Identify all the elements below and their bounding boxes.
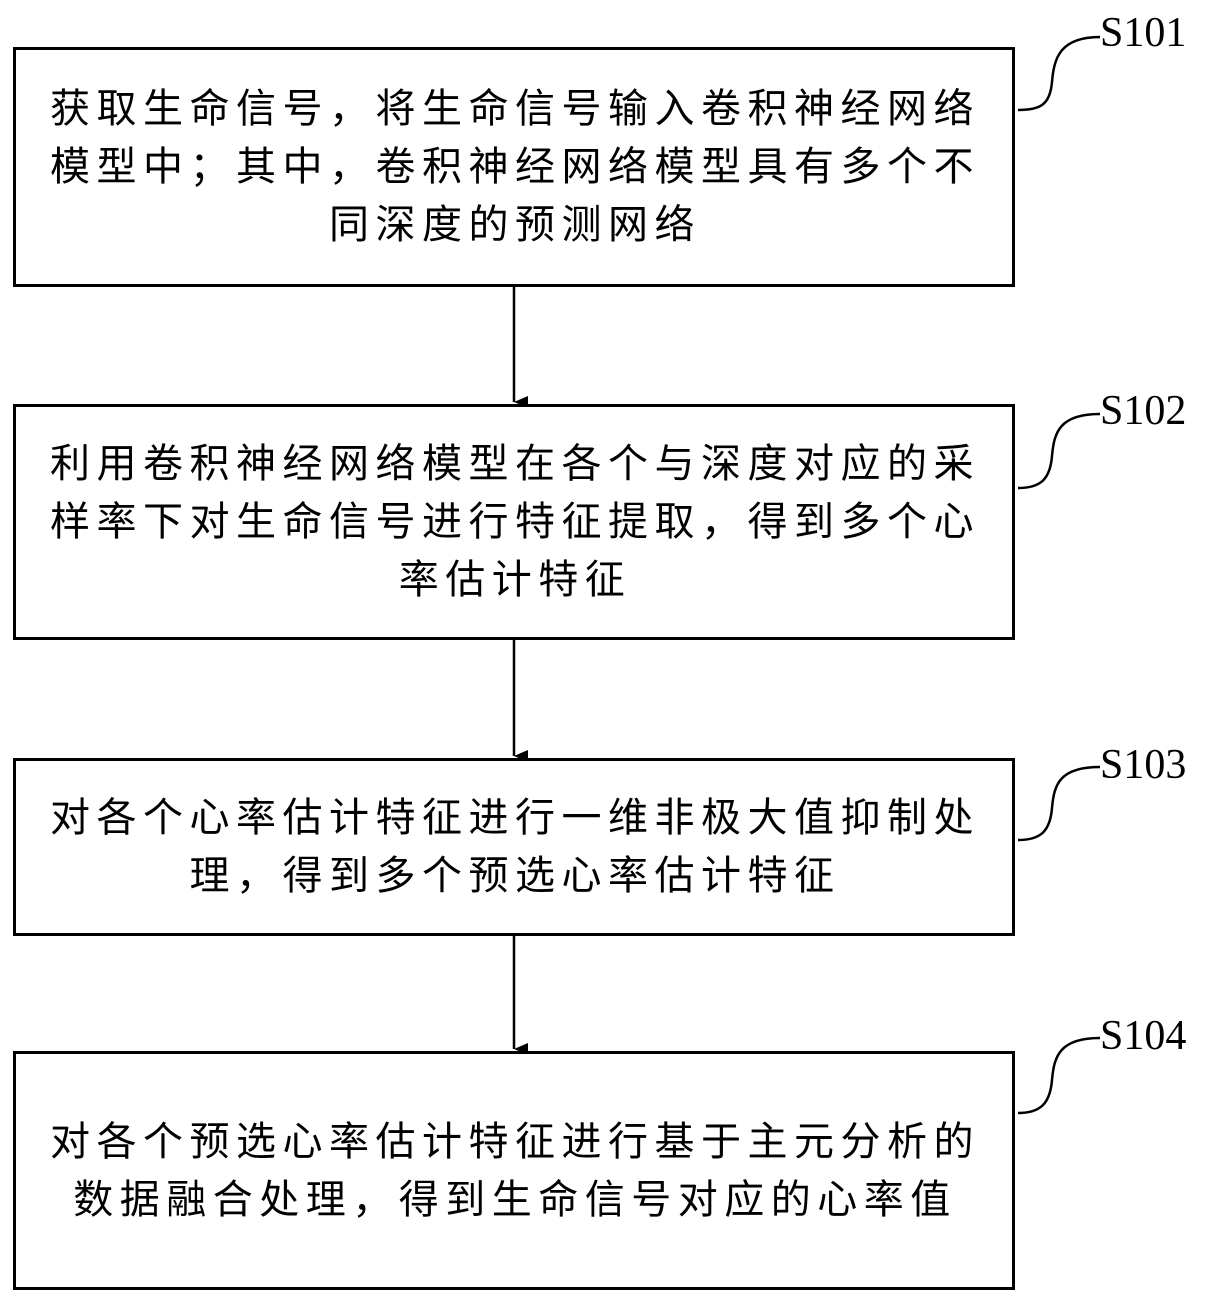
- step-label-s103: S103: [1100, 742, 1186, 788]
- label-leader-3: [1018, 767, 1100, 840]
- label-leader-1: [1018, 37, 1100, 110]
- step-text-s103: 对各个心率估计特征进行一维非极大值抑制处理，得到多个预选心率估计特征: [16, 789, 1012, 905]
- step-label-s101: S101: [1100, 10, 1186, 56]
- step-label-s102: S102: [1100, 388, 1186, 434]
- step-box-s103: 对各个心率估计特征进行一维非极大值抑制处理，得到多个预选心率估计特征: [13, 758, 1015, 936]
- label-leader-4: [1018, 1038, 1100, 1113]
- step-text-s101: 获取生命信号，将生命信号输入卷积神经网络模型中；其中，卷积神经网络模型具有多个不…: [16, 80, 1012, 254]
- step-box-s104: 对各个预选心率估计特征进行基于主元分析的数据融合处理，得到生命信号对应的心率值: [13, 1051, 1015, 1290]
- step-text-s104: 对各个预选心率估计特征进行基于主元分析的数据融合处理，得到生命信号对应的心率值: [16, 1113, 1012, 1229]
- step-box-s102: 利用卷积神经网络模型在各个与深度对应的采样率下对生命信号进行特征提取，得到多个心…: [13, 404, 1015, 640]
- step-label-s104: S104: [1100, 1013, 1186, 1059]
- step-text-s102: 利用卷积神经网络模型在各个与深度对应的采样率下对生命信号进行特征提取，得到多个心…: [16, 435, 1012, 609]
- step-box-s101: 获取生命信号，将生命信号输入卷积神经网络模型中；其中，卷积神经网络模型具有多个不…: [13, 47, 1015, 287]
- label-leader-2: [1018, 414, 1100, 488]
